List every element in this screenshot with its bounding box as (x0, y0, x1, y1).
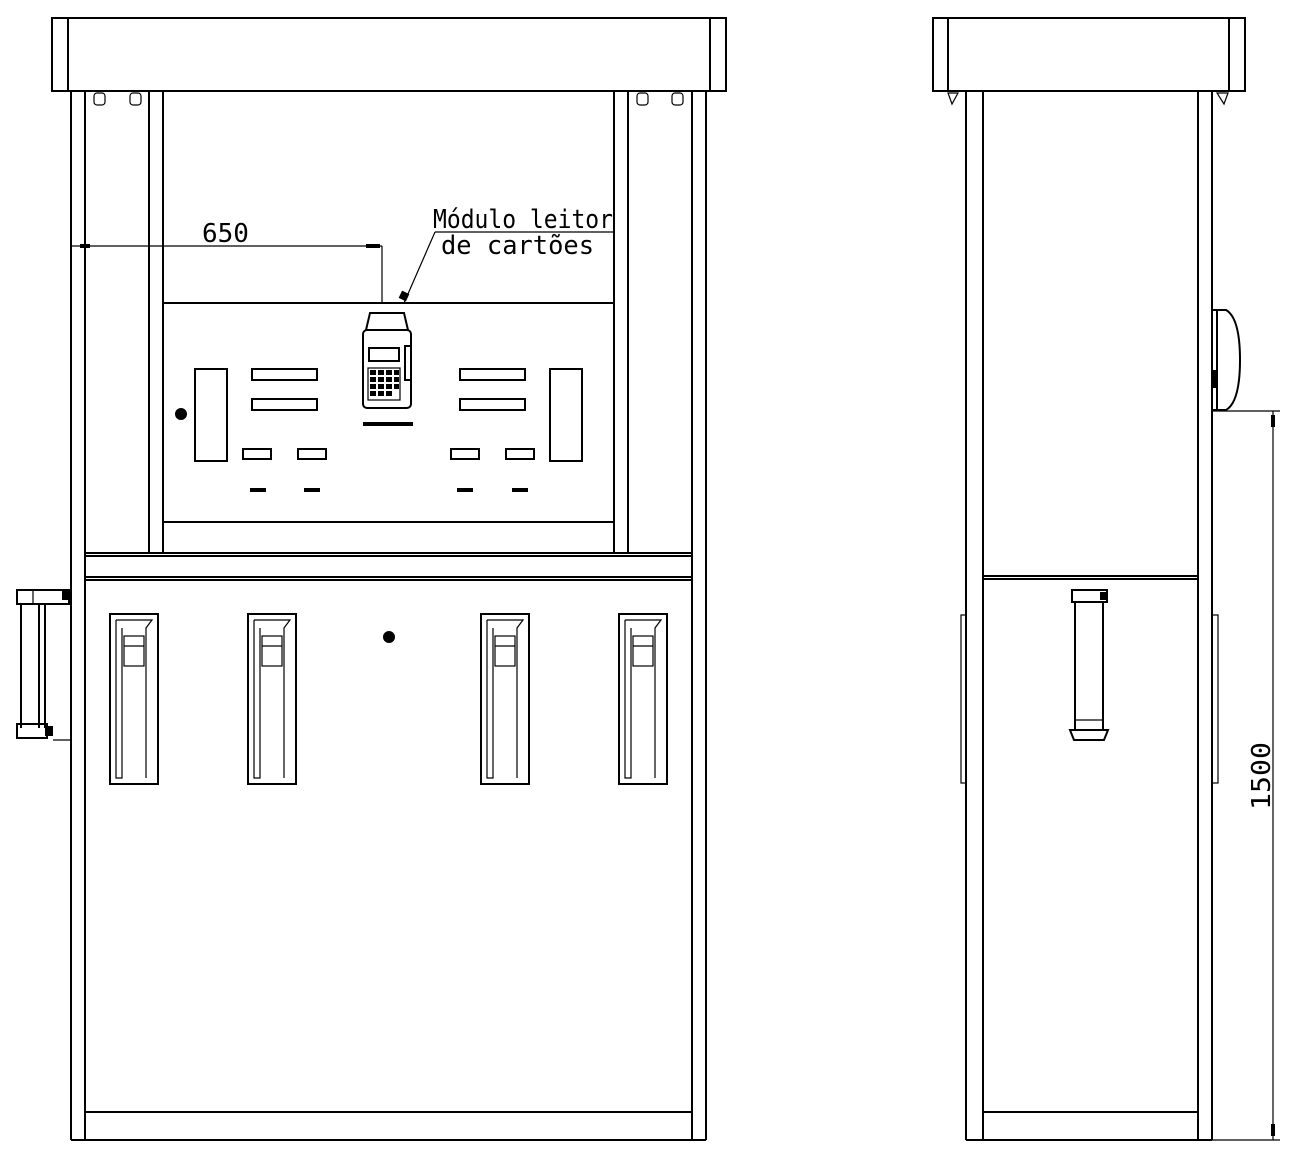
width-dimension-label: 650 (202, 219, 249, 249)
side-card-reader (1212, 309, 1242, 411)
side-hose-holder (1068, 589, 1110, 741)
width-dimension: 650 (72, 219, 383, 303)
nozzle-boots (109, 613, 668, 785)
side-view: 1500 (932, 17, 1280, 1141)
canopy-bolts (93, 92, 684, 106)
callout-line-1: Módulo leitor (433, 205, 613, 235)
front-body-frame (70, 91, 707, 1141)
card-reader-callout: Módulo leitor de cartões (398, 205, 614, 304)
callout-line-2: de cartões (441, 231, 594, 261)
side-canopy (932, 17, 1246, 106)
card-reader-module (362, 312, 413, 426)
nozzle-boot (247, 613, 297, 785)
nozzle-boot (618, 613, 668, 785)
nozzle-boot (109, 613, 159, 785)
left-hose-holder (16, 589, 71, 741)
lock-dot (383, 631, 395, 643)
height-dimension-label: 1500 (1247, 742, 1277, 810)
front-canopy (51, 17, 727, 92)
height-dimension: 1500 (1212, 410, 1280, 1141)
display-panel (163, 302, 614, 523)
side-body-frame (960, 91, 1219, 1141)
nozzle-boot (480, 613, 530, 785)
front-view: 650 Módulo leitor de cartões (16, 17, 727, 1141)
